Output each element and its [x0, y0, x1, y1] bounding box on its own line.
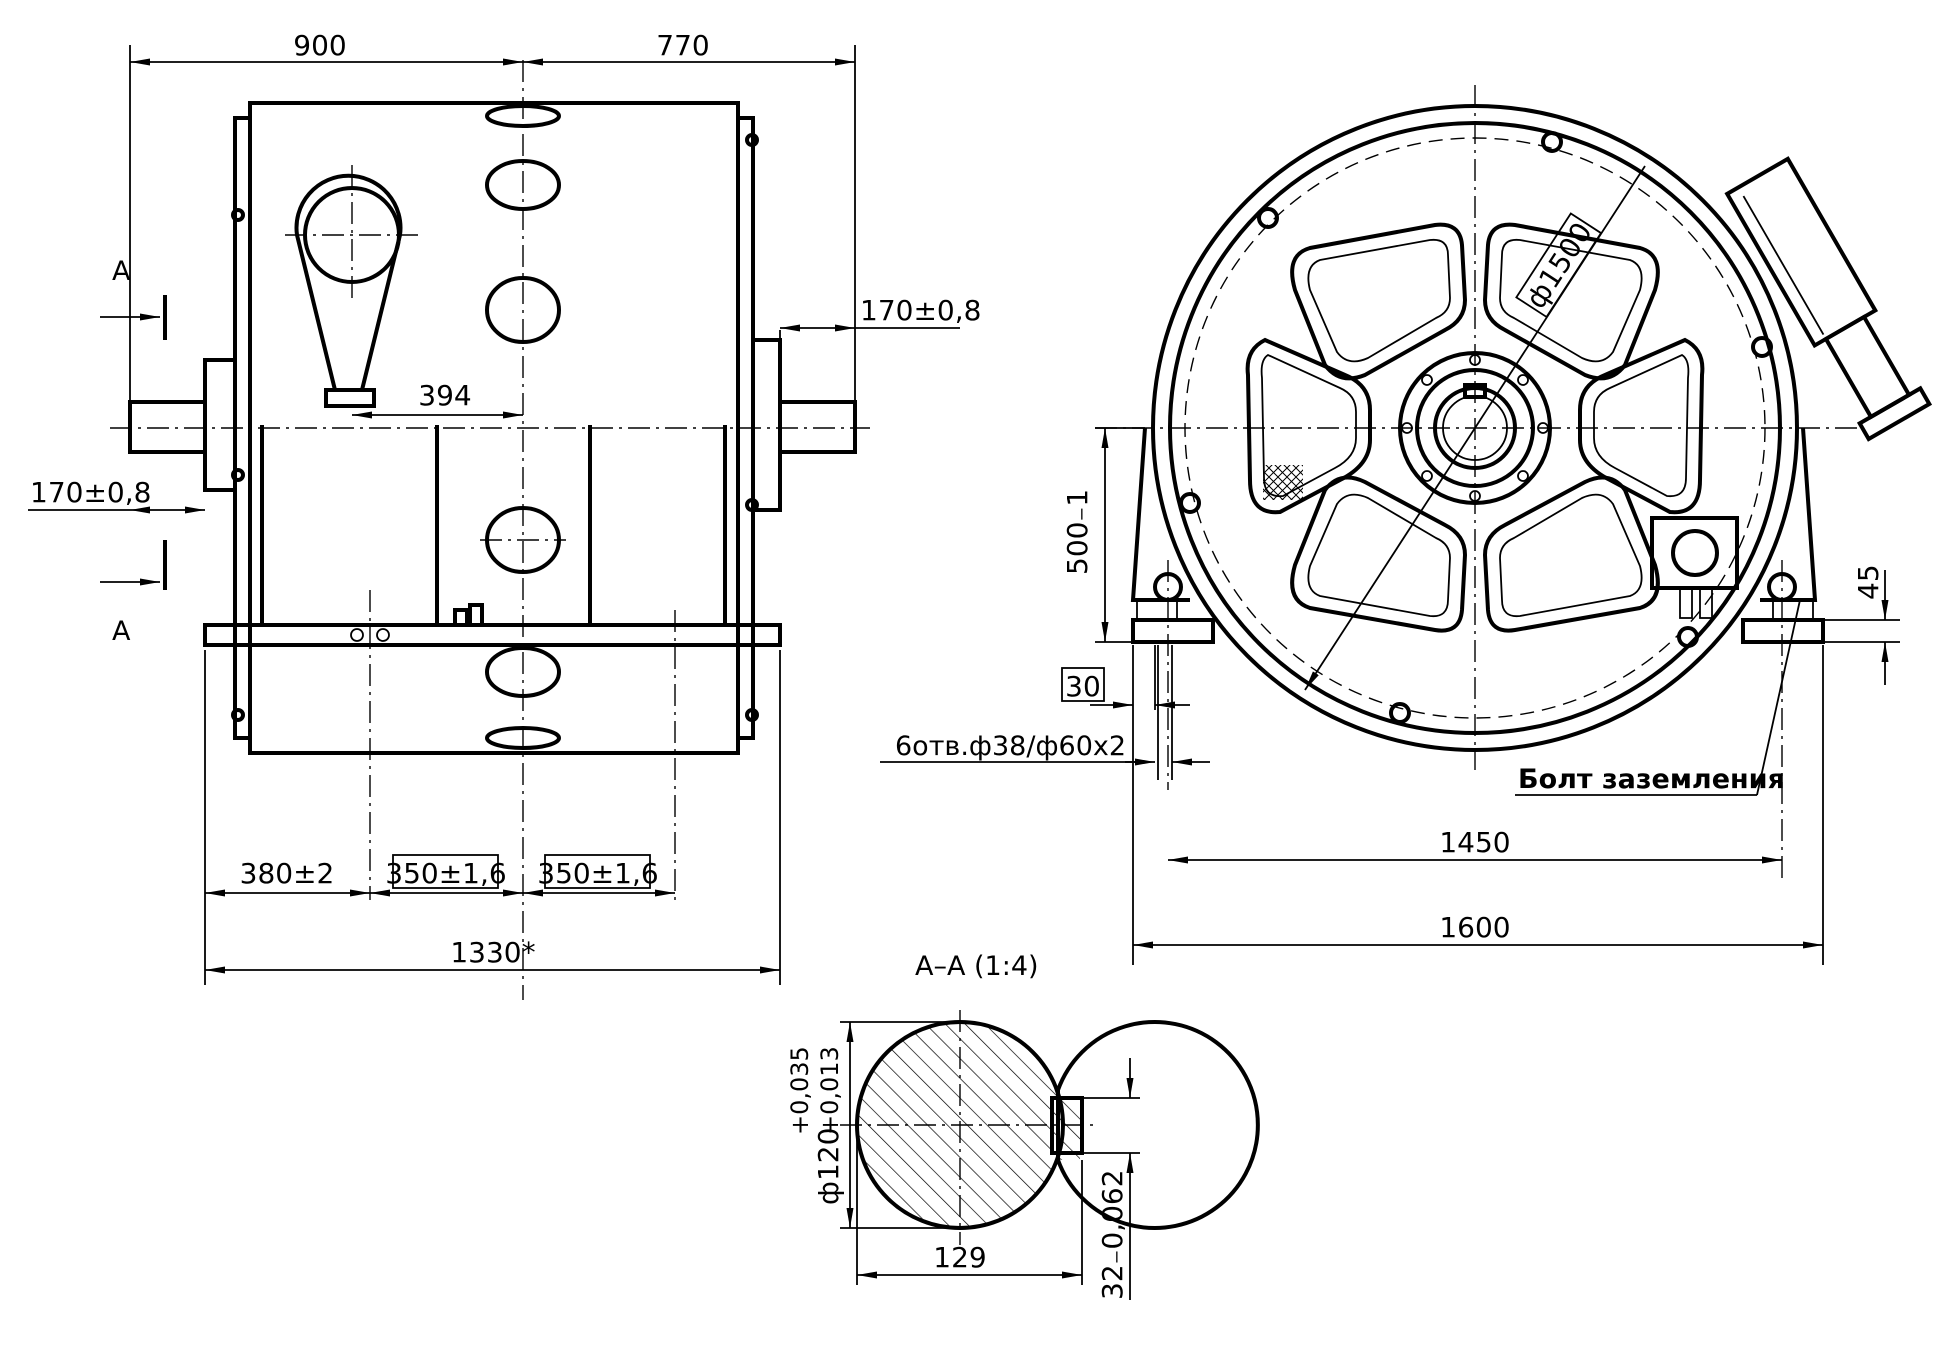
- left-foot-pad: [1131, 618, 1215, 644]
- dim-350-b: 350±1,6: [537, 857, 658, 890]
- holes-label: 6отв.ф38/ф60х2: [895, 731, 1126, 762]
- dim-380: 380±2: [240, 857, 335, 890]
- dim-170-left: 170±0,8: [30, 476, 151, 509]
- dim-900: 900: [293, 29, 346, 62]
- vent-windows: [1245, 222, 1705, 633]
- dim-129: 129: [933, 1241, 986, 1274]
- dim-key-width: 32₋0,062: [1096, 1169, 1129, 1300]
- left-bearing-cap: [203, 358, 237, 492]
- left-shaft: [128, 400, 207, 454]
- side-terminal-box: [1724, 156, 1933, 442]
- dim-1330: 1330*: [450, 936, 535, 969]
- bolt-heads: [231, 133, 759, 722]
- dim-170-right: 170±0,8: [860, 294, 981, 327]
- side-view: 900 770 170±0,8 170±0,8 394 A A 380±2 35…: [28, 29, 981, 1000]
- frame-bolts: [1153, 131, 1797, 724]
- dim-350-a: 350±1,6: [385, 857, 506, 890]
- dim-770: 770: [656, 29, 709, 62]
- dim-500: 500₋1: [1061, 489, 1094, 575]
- terminal-box: [294, 173, 403, 392]
- base-plate: [203, 623, 782, 647]
- grounding-box: [1650, 516, 1739, 590]
- dim-1450: 1450: [1439, 826, 1510, 859]
- section-title: A–A (1:4): [915, 951, 1039, 982]
- dim-45: 45: [1852, 564, 1885, 600]
- dim-30: 30: [1065, 670, 1101, 703]
- tol-lower: +0,013: [816, 1046, 844, 1135]
- tol-upper: +0,035: [786, 1046, 814, 1135]
- dim-394: 394: [418, 379, 471, 412]
- grounding-bolt-label: Болт заземления: [1518, 764, 1785, 795]
- shaft-section: A–A (1:4) ф120 +0,035 +0,013 129 32₋0,06…: [786, 951, 1260, 1300]
- hub-bolts: [1401, 354, 1549, 502]
- right-bearing-cap: [751, 338, 782, 512]
- front-view: ф1500 500₋1 45 30 6отв.ф38/ф60х2 Болт за…: [880, 85, 1933, 965]
- right-foot-pad: [1741, 618, 1825, 644]
- section-mark-a-top: A: [112, 256, 131, 287]
- dim-shaft-diameter: ф120: [812, 1128, 845, 1205]
- shaft-section-outline: [1056, 1020, 1260, 1230]
- dim-1600: 1600: [1439, 911, 1510, 944]
- vent-hole: [485, 276, 561, 344]
- right-shaft: [778, 400, 857, 454]
- section-mark-a-bottom: A: [112, 616, 131, 647]
